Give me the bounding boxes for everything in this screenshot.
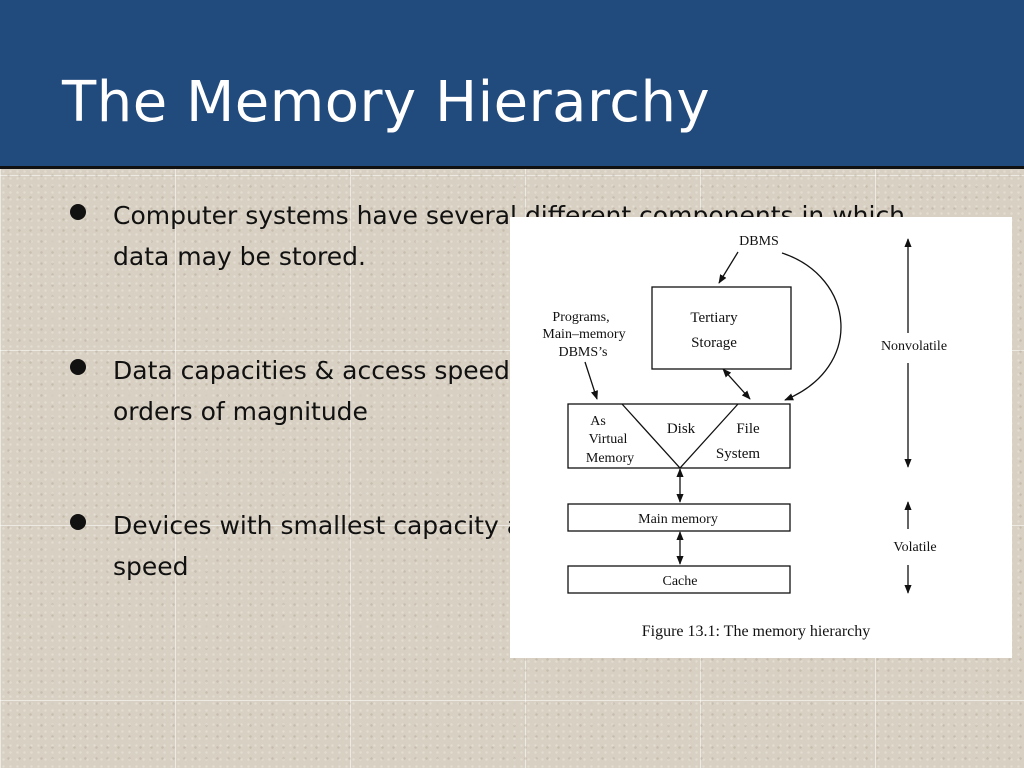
slide-title: The Memory Hierarchy [62, 70, 711, 135]
dbms-to-tertiary-arrow [718, 251, 739, 284]
storage-label: Storage [691, 335, 737, 351]
tertiary-disk-arrow [722, 368, 751, 400]
virtual-label: Virtual [589, 432, 628, 447]
memory-hierarchy-figure: DBMS Tertiary Storage Programs, Main–mem… [510, 217, 1012, 658]
dbms-to-filesystem-arrow [781, 252, 842, 401]
cache-box [567, 565, 791, 594]
programs-label: Programs, [552, 310, 609, 325]
disk-box [567, 403, 791, 469]
bullet-dot-icon [70, 514, 86, 530]
volatile-label: Volatile [893, 540, 936, 555]
bullet-dot-icon [70, 359, 86, 375]
title-bar: The Memory Hierarchy [0, 0, 1024, 169]
dbms-label: DBMS [739, 234, 779, 249]
memory-hierarchy-diagram: DBMS Tertiary Storage Programs, Main–mem… [542, 234, 947, 640]
nonvolatile-label: Nonvolatile [881, 339, 947, 354]
main-memory-dbms-label: Main–memory [542, 327, 625, 342]
dbmss-label: DBMS’s [558, 345, 607, 360]
disk-partition-lines [621, 403, 739, 469]
file-label: File [736, 421, 760, 437]
bullet-dot-icon [70, 204, 86, 220]
as-label: As [590, 414, 606, 429]
figure-caption: Figure 13.1: The memory hierarchy [642, 623, 871, 640]
programs-to-vm-arrow [584, 361, 598, 400]
main-memory-box [567, 503, 791, 532]
cache-label: Cache [663, 574, 698, 589]
system-label: System [716, 446, 761, 462]
tertiary-storage-box [651, 286, 792, 370]
memory-label: Memory [586, 451, 634, 466]
tertiary-label: Tertiary [690, 310, 738, 326]
main-memory-label: Main memory [638, 512, 718, 527]
disk-label: Disk [667, 421, 696, 437]
